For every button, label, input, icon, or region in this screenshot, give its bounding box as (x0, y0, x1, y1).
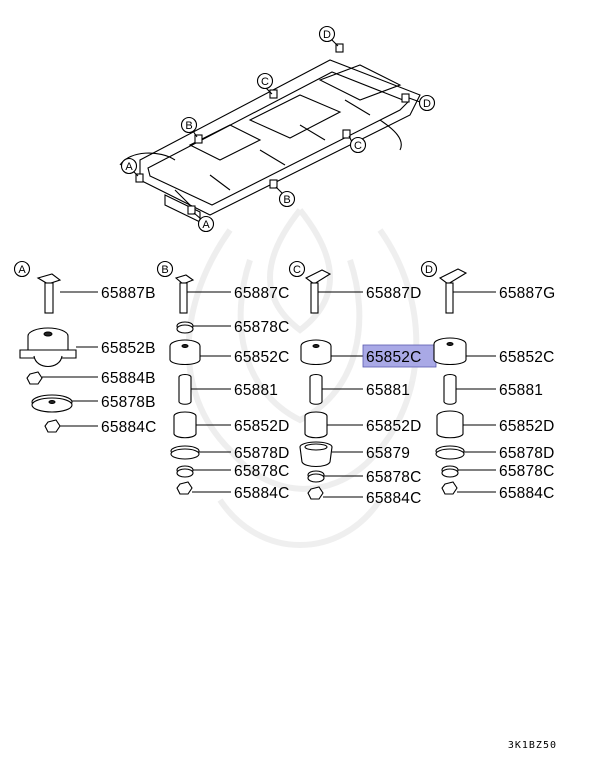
bolt-65887b: 65887B (36, 273, 156, 314)
label-65887d: 65887D (366, 285, 422, 302)
collar-65881-d: 65881 (443, 373, 543, 405)
column-c: C 65887D 65852C 65881 65852D (288, 260, 437, 507)
washer-65878d-d: 65878D (435, 445, 555, 462)
cushion-65852c-d: 65852C (433, 337, 555, 366)
label-65852d-d: 65852D (499, 418, 555, 435)
cushion-65852c-c: 65852C (300, 339, 437, 368)
nut-65884c-d: 65884C (441, 481, 555, 502)
washer-65878b: 65878B (31, 394, 156, 413)
frame-callout-d-right: D (408, 94, 436, 112)
nut-65884c-b: 65884C (176, 481, 290, 502)
svg-text:D: D (323, 29, 331, 41)
svg-text:A: A (125, 161, 133, 173)
label-65881-b: 65881 (234, 382, 278, 399)
washer-65878c-b-top: 65878C (176, 319, 290, 336)
washer-65878c-c: 65878C (307, 469, 422, 486)
label-65878c-b-low: 65878C (234, 463, 290, 480)
label-65852c-b: 65852C (234, 349, 290, 366)
frame-callout-b-lower: B (275, 186, 296, 208)
washer-65878c-b-low: 65878C (176, 463, 290, 480)
label-65879: 65879 (366, 445, 410, 462)
column-a-callout: A (13, 260, 31, 278)
svg-text:D: D (425, 264, 433, 276)
label-65852d-c: 65852D (366, 418, 422, 435)
chassis-frame (119, 43, 421, 223)
label-65878d-d: 65878D (499, 445, 555, 462)
frame-callout-c-right: C (348, 135, 367, 154)
svg-text:B: B (185, 120, 192, 132)
svg-text:A: A (202, 219, 210, 231)
frame-callout-d-top: D (318, 25, 339, 47)
label-65878c-c: 65878C (366, 469, 422, 486)
washer-65878c-d: 65878C (441, 463, 555, 480)
label-65884c-c: 65884C (366, 490, 422, 507)
label-65887g: 65887G (499, 285, 555, 302)
label-65878c-d: 65878C (499, 463, 555, 480)
label-65852c-c-highlighted: 65852C (366, 349, 422, 366)
mount-65852b: 65852B (19, 327, 156, 368)
svg-text:C: C (293, 264, 301, 276)
column-d-callout: D (420, 260, 438, 278)
nut-65884c-a: 65884C (44, 419, 157, 436)
frame-callout-a-left: A (120, 157, 139, 177)
label-65881-d: 65881 (499, 382, 543, 399)
label-65881-c: 65881 (366, 382, 410, 399)
label-65852d-b: 65852D (234, 418, 290, 435)
collar-65881-c: 65881 (309, 373, 410, 405)
frame-callout-c-upper: C (256, 72, 274, 95)
label-65884c-a: 65884C (101, 419, 157, 436)
label-65887c-b: 65887C (234, 285, 290, 302)
svg-text:C: C (261, 76, 269, 88)
spacer-65879: 65879 (299, 441, 410, 468)
cushion-65852d-b: 65852D (173, 411, 290, 439)
column-a: A 65887B 65852B 65884B 658 (13, 260, 157, 436)
bolt-65887d: 65887D (304, 269, 422, 314)
column-c-callout: C (288, 260, 306, 278)
svg-text:A: A (18, 264, 26, 276)
washer-65878d-b: 65878D (170, 445, 290, 462)
label-65884b: 65884B (101, 370, 156, 387)
cushion-65852d-d: 65852D (436, 410, 555, 439)
label-65884c-d: 65884C (499, 485, 555, 502)
collar-65881-b: 65881 (178, 373, 278, 405)
column-b-callout: B (156, 260, 174, 278)
nut-65884c-c: 65884C (307, 486, 422, 507)
label-65852b: 65852B (101, 340, 156, 357)
svg-text:B: B (283, 194, 290, 206)
label-65878c-b-top: 65878C (234, 319, 290, 336)
svg-text:D: D (423, 98, 431, 110)
svg-text:C: C (354, 140, 362, 152)
cushion-65852d-c: 65852D (304, 411, 422, 439)
nut-65884b: 65884B (26, 370, 156, 387)
label-65884c-b: 65884C (234, 485, 290, 502)
label-65878d-b: 65878D (234, 445, 290, 462)
column-d: D 65887G 65852C 65881 65852D (420, 260, 555, 502)
column-b: B 65887C 65878C 65852C 65881 (156, 260, 290, 502)
cushion-65852c-b: 65852C (169, 339, 290, 366)
svg-text:B: B (161, 264, 168, 276)
frame-callout-a-lower: A (193, 212, 215, 233)
bolt-65887c: 65887C (174, 274, 290, 314)
watermark-emblem (185, 208, 420, 548)
bolt-65887g: 65887G (438, 268, 555, 314)
frame-callout-b-upper: B (180, 116, 198, 138)
label-65878b: 65878B (101, 394, 156, 411)
label-65887b: 65887B (101, 285, 156, 302)
diagram-code: 3K1BZ50 (508, 740, 557, 751)
label-65852c-d: 65852C (499, 349, 555, 366)
